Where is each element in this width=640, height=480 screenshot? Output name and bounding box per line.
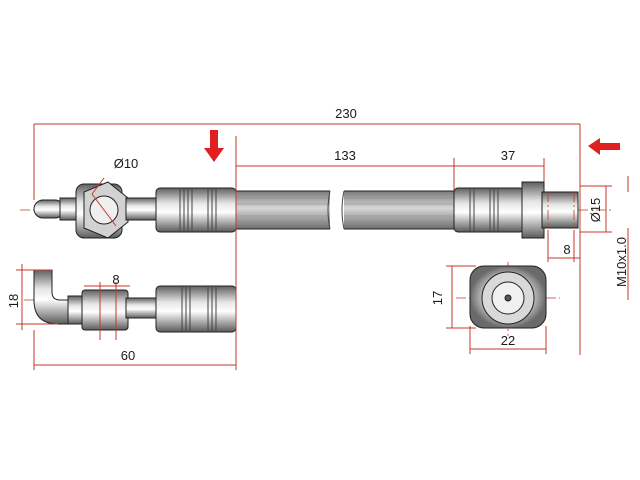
dimension-lines: [16, 123, 629, 370]
nut-bore: [504, 294, 512, 302]
dim-banjo-bore: Ø10: [114, 156, 139, 171]
rubber-hose: [235, 190, 457, 230]
fitting-shank: [125, 197, 161, 221]
dim-fitting-width: 8: [112, 272, 119, 287]
dimension-labels: 230 133 37 Ø10 8 18 60 Ø15 8 M10x1.0 17 …: [6, 106, 629, 363]
hose-break: [330, 186, 344, 234]
dim-hose-length: 133: [334, 148, 356, 163]
dim-thread: M10x1.0: [614, 237, 629, 287]
dim-total-length: 230: [335, 106, 357, 121]
bent-fitting-view: [24, 269, 237, 333]
left-crimp: [155, 187, 237, 233]
hose-top-view: [20, 181, 612, 239]
direction-arrows: [204, 130, 620, 162]
bent-crimp: [155, 285, 237, 333]
hex-nut: [521, 181, 545, 239]
bent-shank: [125, 297, 159, 319]
down-arrow-icon: [204, 130, 224, 162]
bent-elbow: [33, 269, 71, 325]
nut-end-view: [456, 262, 560, 336]
left-arrow-icon: [588, 138, 620, 155]
dim-end-fitting: 37: [501, 148, 515, 163]
dim-bend-length: 60: [121, 348, 135, 363]
bent-fitting: [81, 289, 129, 331]
dim-hex-width: 22: [501, 333, 515, 348]
right-crimp: [453, 187, 525, 233]
dim-bend-height: 18: [6, 294, 21, 308]
dim-nut-width: 8: [563, 242, 570, 257]
dim-hex-height: 17: [430, 291, 445, 305]
dim-nut-diameter: Ø15: [588, 198, 603, 223]
threaded-end: [541, 191, 579, 229]
